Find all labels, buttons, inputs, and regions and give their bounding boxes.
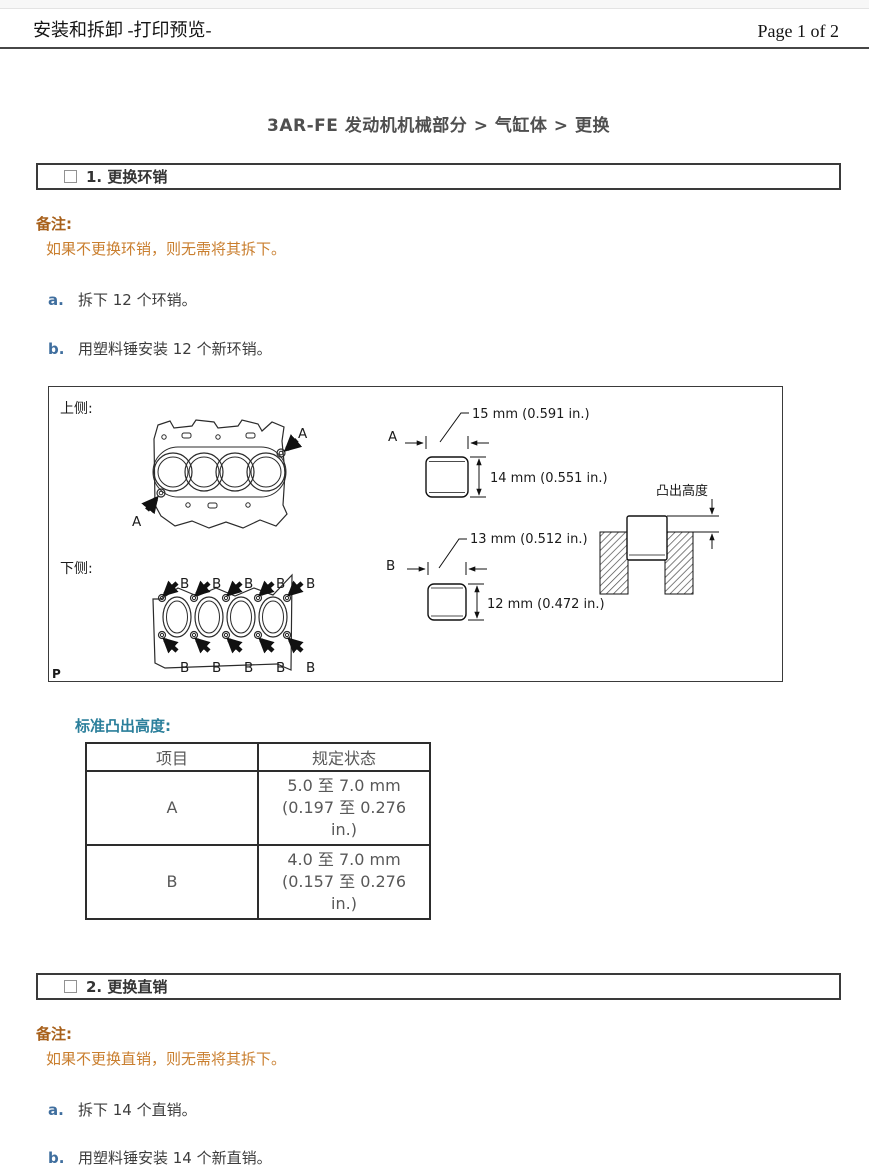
section-2-header: 2. 更换直销	[36, 972, 841, 1000]
svg-text:B: B	[244, 576, 253, 592]
svg-text:B: B	[212, 576, 221, 592]
section-1-header: 1. 更换环销	[36, 163, 841, 190]
spec-row-a-item: A	[85, 769, 259, 846]
step-2b-letter: b.	[48, 1149, 65, 1168]
note-2-label: 备注:	[36, 1024, 72, 1043]
svg-text:B: B	[276, 576, 285, 592]
spec-col-item: 项目	[85, 741, 259, 772]
step-1a: a. 拆下 12 个环销。	[36, 291, 841, 310]
figure-label-bottom-side: 下侧:	[60, 561, 93, 577]
protrusion-height-drawing: 凸出高度	[599, 483, 719, 594]
section-1-checkbox[interactable]	[64, 170, 77, 183]
svg-text:B: B	[244, 660, 253, 676]
figure-diagram: 上侧: 下侧: P	[52, 401, 719, 681]
step-1b: b. 用塑料锤安装 12 个新环销。	[36, 340, 841, 359]
svg-text:A: A	[132, 514, 142, 530]
svg-text:15 mm (0.591 in.): 15 mm (0.591 in.)	[472, 407, 590, 422]
svg-text:B: B	[212, 660, 221, 676]
breadcrumb-title: 3AR-FE 发动机机械部分 > 气缸体 > 更换	[267, 116, 610, 136]
step-2a-text: 拆下 14 个直销。	[78, 1100, 197, 1119]
spec-row-b-item: B	[85, 843, 259, 920]
svg-text:A: A	[388, 429, 398, 445]
svg-text:12 mm (0.472 in.): 12 mm (0.472 in.)	[487, 597, 605, 612]
step-2b-text: 用塑料锤安装 14 个新直销。	[78, 1149, 272, 1168]
figure-label-top-side: 上侧:	[60, 401, 93, 417]
step-1a-text: 拆下 12 个环销。	[78, 291, 197, 309]
ring-pin-arrows-bottom: B B B B B B B B B B	[162, 576, 315, 676]
print-preview-header: 安装和拆卸 -打印预览- Page 1 of 2	[0, 9, 869, 49]
section-2-label: 2. 更换直销	[86, 977, 168, 996]
spec-row-b-value: 4.0 至 7.0 mm (0.157 至 0.276 in.)	[257, 843, 431, 920]
svg-text:B: B	[180, 660, 189, 676]
document-body: 3AR-FE 发动机机械部分 > 气缸体 > 更换 1. 更换环销 备注: 如果…	[0, 111, 869, 1168]
pin-b-dimension-drawing: B 13 mm (0.512 in.) 12 mm (0.472 in.)	[386, 532, 605, 621]
svg-text:凸出高度: 凸出高度	[656, 483, 708, 499]
spec-table: 项目 规定状态 A 5.0 至 7.0 mm (0.197 至 0.276 in…	[85, 741, 431, 920]
browser-top-strip	[0, 0, 869, 9]
table-row: A 5.0 至 7.0 mm (0.197 至 0.276 in.)	[85, 769, 431, 846]
note-1-text: 如果不更换环销，则无需将其拆下。	[46, 240, 287, 258]
step-2a: a. 拆下 14 个直销。	[36, 1101, 841, 1120]
spec-col-condition: 规定状态	[257, 741, 431, 772]
spec-row-a-value: 5.0 至 7.0 mm (0.197 至 0.276 in.)	[257, 769, 431, 846]
svg-text:B: B	[386, 558, 395, 574]
step-1b-text: 用塑料锤安装 12 个新环销。	[78, 339, 272, 358]
svg-text:13 mm (0.512 in.): 13 mm (0.512 in.)	[470, 532, 588, 547]
step-2a-letter: a.	[48, 1100, 64, 1119]
figure-box: 上侧: 下侧: P	[48, 385, 783, 682]
svg-text:14 mm (0.551 in.): 14 mm (0.551 in.)	[490, 471, 608, 486]
pin-a-dimension-drawing: A 15 mm (0.591 in.) 14 mm (0.551 in.)	[388, 407, 608, 498]
svg-text:B: B	[306, 576, 315, 592]
engine-top-view	[152, 418, 288, 529]
svg-text:B: B	[180, 576, 189, 592]
note-1-label: 备注:	[36, 215, 72, 233]
step-1a-letter: a.	[48, 291, 64, 309]
step-2b: b. 用塑料锤安装 14 个新直销。	[36, 1149, 841, 1168]
note-2-text: 如果不更换直销，则无需将其拆下。	[46, 1049, 287, 1068]
table-row: B 4.0 至 7.0 mm (0.157 至 0.276 in.)	[85, 843, 431, 920]
document-title: 安装和拆卸 -打印预览-	[33, 20, 212, 40]
spec-table-header-row: 项目 规定状态	[85, 741, 431, 772]
section-1-label: 1. 更换环销	[86, 168, 168, 186]
spec-heading: 标准凸出高度:	[75, 716, 171, 735]
svg-text:A: A	[298, 426, 308, 442]
engine-bottom-view	[152, 572, 293, 671]
svg-text:B: B	[306, 660, 315, 676]
figure-corner-label: P	[52, 667, 61, 681]
section-2-checkbox[interactable]	[64, 979, 77, 993]
step-1b-letter: b.	[48, 339, 65, 358]
ring-pin-arrows-top: A A	[132, 426, 308, 530]
svg-text:B: B	[276, 660, 285, 676]
page-number: Page 1 of 2	[757, 21, 839, 41]
